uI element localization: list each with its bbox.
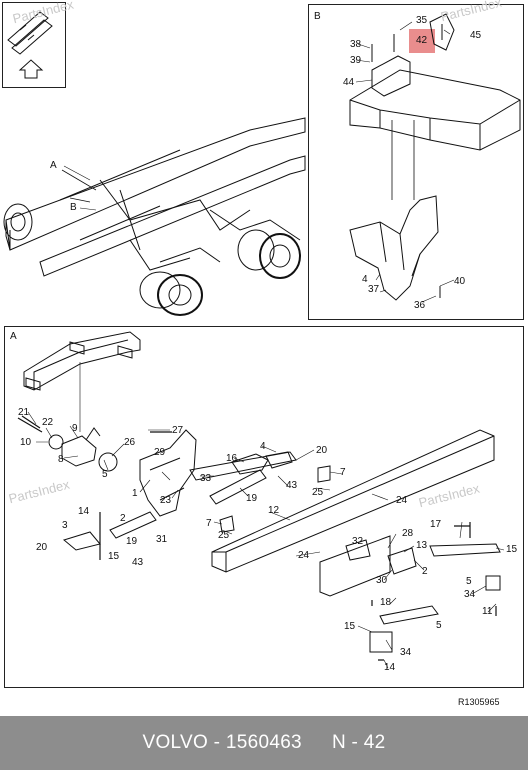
callout-17: 17 bbox=[430, 519, 442, 530]
callout-24-b: 24 bbox=[298, 550, 310, 561]
callout-13: 13 bbox=[416, 540, 428, 551]
part-info-footer: VOLVO - 1560463 N - 42 bbox=[0, 716, 528, 770]
callout-28: 28 bbox=[402, 528, 414, 539]
callout-15-b: 15 bbox=[506, 544, 518, 555]
callout-3: 3 bbox=[62, 520, 68, 531]
callout-leader-lines bbox=[27, 21, 505, 669]
callout-44: 44 bbox=[343, 77, 355, 88]
callout-26: 26 bbox=[124, 437, 136, 448]
panel-a-linkages bbox=[62, 451, 501, 653]
callout-45: 45 bbox=[470, 30, 482, 41]
callout-7-b: 7 bbox=[206, 518, 212, 529]
callout-20-b: 20 bbox=[36, 542, 48, 553]
callout-40: 40 bbox=[454, 276, 466, 287]
footer-position: N - 42 bbox=[331, 732, 386, 753]
callout-11: 11 bbox=[482, 606, 493, 617]
callout-20-a: 20 bbox=[316, 445, 328, 456]
callout-5-a: 5 bbox=[102, 469, 108, 480]
callout-42: 42 bbox=[416, 35, 428, 46]
panel-a-title: A bbox=[10, 331, 17, 342]
callout-36: 36 bbox=[414, 300, 426, 311]
callout-15-c: 15 bbox=[344, 621, 356, 632]
panel-b-crossmember bbox=[349, 13, 521, 200]
callout-16: 16 bbox=[226, 453, 238, 464]
callout-14-a: 14 bbox=[78, 506, 90, 517]
callout-5-c: 5 bbox=[436, 620, 442, 631]
inset-strips-icon bbox=[7, 11, 53, 55]
callout-43-b: 43 bbox=[132, 557, 144, 568]
callout-1: 1 bbox=[132, 488, 138, 499]
footer-part-number: 1560463 bbox=[225, 732, 302, 753]
callout-10: 10 bbox=[20, 437, 32, 448]
callout-34-a: 34 bbox=[464, 589, 476, 600]
callout-7-a: 7 bbox=[340, 467, 346, 478]
callout-2-a: 2 bbox=[120, 513, 126, 524]
callout-12: 12 bbox=[268, 505, 280, 516]
callout-31: 31 bbox=[156, 534, 168, 545]
callout-19-b: 19 bbox=[126, 536, 138, 547]
callout-2-b: 2 bbox=[422, 566, 428, 577]
callout-29: 29 bbox=[154, 447, 166, 458]
callout-43-a: 43 bbox=[286, 480, 298, 491]
up-arrow-icon bbox=[18, 59, 44, 79]
callout-23: 23 bbox=[160, 495, 172, 506]
panel-b-title: B bbox=[314, 11, 321, 22]
panel-a-frame-rail bbox=[211, 429, 495, 597]
callout-37: 37 bbox=[368, 284, 380, 295]
exploded-parts-drawing bbox=[3, 11, 521, 669]
callout-38: 38 bbox=[350, 39, 362, 50]
highlighted-part-marker bbox=[409, 29, 435, 53]
callout-24-a: 24 bbox=[396, 495, 408, 506]
callout-15-a: 15 bbox=[108, 551, 120, 562]
callout-4: 4 bbox=[362, 274, 368, 285]
callout-32: 32 bbox=[352, 536, 364, 547]
callout-25-a: 25 bbox=[312, 487, 324, 498]
panel-a-crossmember bbox=[23, 331, 141, 391]
icon-inset-box bbox=[2, 2, 66, 88]
footer-separator: - bbox=[208, 732, 226, 753]
callout-4-a: 4 bbox=[260, 441, 266, 452]
footer-brand: VOLVO bbox=[142, 732, 209, 753]
callout-9: 9 bbox=[72, 423, 78, 434]
callout-39: 39 bbox=[350, 55, 362, 66]
callout-33: 33 bbox=[200, 473, 212, 484]
drawing-reference-code: R1305965 bbox=[458, 697, 500, 707]
panel-a-frame bbox=[4, 326, 524, 688]
callout-14-b: 14 bbox=[384, 662, 396, 673]
callout-19-a: 19 bbox=[246, 493, 258, 504]
overview-label-b: B bbox=[70, 202, 77, 213]
callout-5-b: 5 bbox=[466, 576, 472, 587]
panel-a-bolts bbox=[17, 415, 497, 661]
panel-b-bracket bbox=[349, 34, 441, 301]
callout-21: 21 bbox=[18, 407, 30, 418]
overview-label-a: A bbox=[50, 160, 57, 171]
callout-35: 35 bbox=[416, 15, 428, 26]
callout-30: 30 bbox=[376, 575, 388, 586]
callout-18: 18 bbox=[380, 597, 392, 608]
callout-27: 27 bbox=[172, 425, 184, 436]
overview-chassis bbox=[3, 117, 306, 316]
panel-a-bracket-assembly bbox=[48, 427, 197, 517]
callout-25-b: 25 bbox=[218, 530, 230, 541]
callout-8: 8 bbox=[58, 454, 64, 465]
callout-34-b: 34 bbox=[400, 647, 412, 658]
callout-22: 22 bbox=[42, 417, 54, 428]
